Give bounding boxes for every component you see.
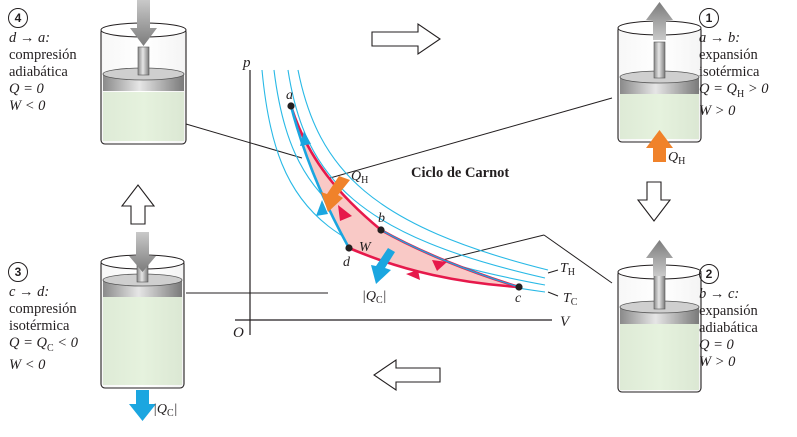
cylinder-4 [100,0,187,145]
dir-arrow-bc [432,260,447,271]
cylinder-3-push-arrow [129,232,156,272]
cycle-arrow-left [373,358,441,392]
cycle-arrow-down [636,181,672,222]
step-2-number: 2 [699,264,719,284]
cylinder-1 [617,2,702,162]
cylinder-3 [100,232,185,421]
label-b: b [378,211,385,226]
axes [235,70,552,335]
qc-label: |QC| [362,289,387,306]
step-2-name: expansión [699,303,758,319]
dir-arrow-cd [406,270,420,280]
step-2-w: W > 0 [699,354,736,370]
tc-label: TC [563,291,578,308]
leader-line-4 [185,123,303,159]
step-1-text: a → b: expansión isotérmica Q = QH > 0 W… [699,30,769,120]
curve-c-to-d [348,246,520,289]
step-1-w: W > 0 [699,102,736,119]
cylinder-1-lift-arrow [646,2,673,40]
step-2-text: b → c: expansión adiabática Q = 0 W > 0 [699,286,758,371]
step-3-name: compresión [9,301,77,317]
cycle-arrow-up [120,184,156,225]
step-4-text: d → a: compresión adiabática Q = 0 W < 0 [9,30,77,115]
cylinder-3-heat-out-arrow [129,390,156,421]
step-2-q: Q = 0 [699,337,734,353]
dir-arrow-da2 [300,131,311,146]
th-tick [547,269,559,274]
step-1-transition: a → b: [699,30,741,46]
point-b [377,226,385,234]
dir-arrow-da [316,200,328,216]
cylinder-1-rod [653,41,666,79]
step-1-number: 1 [699,8,719,28]
cylinder-3-qc-label: |QC| [153,402,178,419]
step-4-kind: adiabática [9,64,68,80]
curve-d-to-a [289,105,351,249]
step-4-number: 4 [8,8,28,28]
step-2-kind: adiabática [699,320,758,336]
step-4-w: W < 0 [9,98,46,114]
step-1-q: Q = QH > 0 [699,81,769,100]
label-work: W [359,240,372,255]
origin-label: O [233,325,244,341]
step-4-transition: d → a: [9,30,51,46]
v-axis-label: V [560,314,571,330]
step-3-text: c → d: compresión isotérmica Q = QC < 0 … [9,284,78,374]
point-c [515,283,523,291]
cylinder-2-rod [653,274,666,310]
p-axis-label: p [242,55,251,71]
step-4-q: Q = 0 [9,81,44,97]
cylinder-1-heat-in-arrow [646,130,673,162]
step-4-name: compresión [9,47,77,63]
leader-line-2 [543,234,613,284]
th-label: TH [560,261,575,278]
step-1-kind: isotérmica [699,64,760,80]
cylinder-4-push-arrow [130,0,157,46]
cylinder-1-qh-label: QH [668,150,685,167]
dir-arrow-ab [338,205,352,221]
cylinder-2-lift-arrow [646,240,673,276]
heat-in-arrow [321,176,350,212]
cycle-arrow-right [371,22,441,56]
label-d: d [343,255,351,270]
cycle-arrows [120,22,672,392]
adiabat-b-c-highlight [380,229,520,288]
step-3-q: Q = QC < 0 [9,335,78,354]
cylinder-4-rod [137,46,150,76]
isotherm-3 [287,69,546,279]
state-points [287,102,523,291]
qh-label: QH [351,169,368,186]
step-1-name: expansión [699,47,758,63]
step-3-w: W < 0 [9,356,46,373]
step-2-transition: b → c: [699,286,740,302]
leader-line-1 [329,97,613,179]
tc-tick [547,291,559,297]
step-3-transition: c → d: [9,284,50,300]
step-3-kind: isotérmica [9,318,70,334]
label-a: a [286,88,293,103]
cylinder-2 [617,240,702,393]
work-area [291,106,519,287]
isotherm-hot [297,69,549,271]
point-d [345,244,353,252]
label-c: c [515,291,522,306]
heat-out-arrow [371,248,395,284]
curve-a-to-b [289,105,382,232]
point-a [287,102,295,110]
diagram-title: Ciclo de Carnot [411,165,509,181]
step-3-number: 3 [8,262,28,282]
